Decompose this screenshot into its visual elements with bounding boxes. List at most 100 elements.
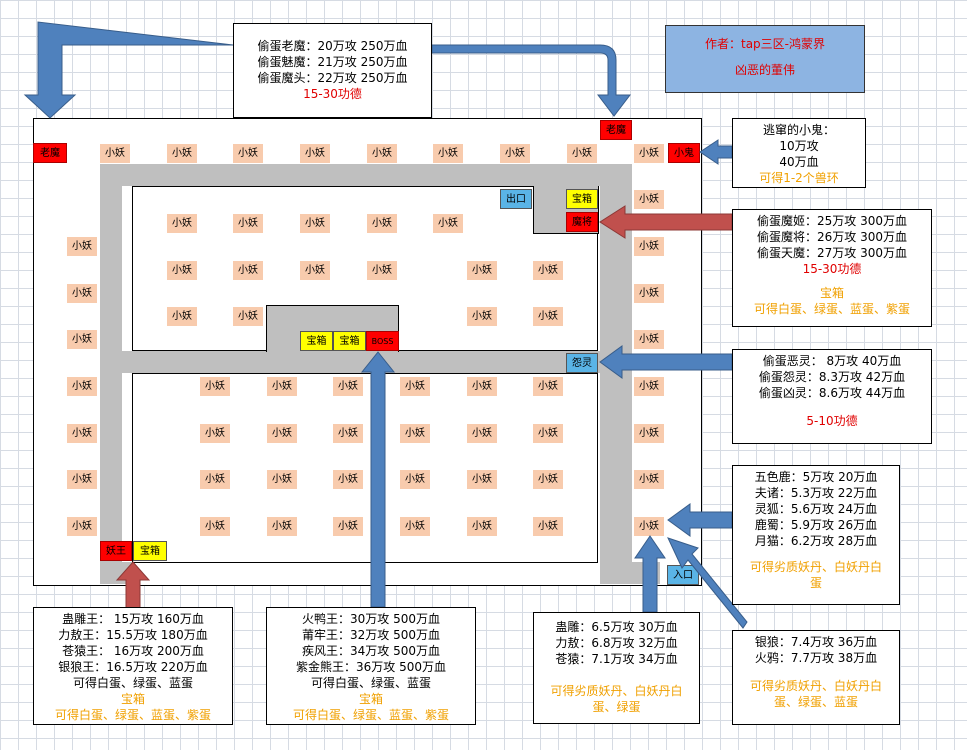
minion: 小妖 xyxy=(400,517,430,536)
exit-tag: 出口 xyxy=(500,189,532,209)
info-line: 疾风王：34万攻 500万血 xyxy=(302,644,440,658)
minion: 小妖 xyxy=(167,307,197,326)
minion: 小妖 xyxy=(167,214,197,233)
spirit-tag: 怨灵 xyxy=(566,353,598,373)
minion: 小妖 xyxy=(300,261,330,280)
arrow-ghost-icon xyxy=(699,139,733,165)
merit-text: 15-30功德 xyxy=(303,87,362,101)
minion: 小妖 xyxy=(567,144,597,163)
minion: 小妖 xyxy=(233,144,263,163)
info-line: 偷蛋魅魔：21万攻 250万血 xyxy=(257,55,408,69)
minion: 小妖 xyxy=(333,470,363,489)
minion: 小妖 xyxy=(533,377,563,396)
minion: 小妖 xyxy=(233,214,263,233)
arrow-spirit-icon xyxy=(599,345,733,379)
reward-text: 可得劣质妖丹、白妖丹白蛋 xyxy=(749,560,882,590)
minion: 小妖 xyxy=(533,424,563,443)
info-line: 可得白蛋、绿蛋、蓝蛋 xyxy=(310,676,431,690)
info-line: 夫诸：5.3万攻 22万血 xyxy=(754,486,878,500)
reward-text: 可得白蛋、绿蛋、蓝蛋、紫蛋 xyxy=(54,708,211,722)
minion: 小妖 xyxy=(233,307,263,326)
minion: 小妖 xyxy=(233,261,263,280)
chest-label: 宝箱 xyxy=(120,692,145,706)
info-line: 蛊雕王： 15万攻 160万血 xyxy=(62,612,204,626)
minion: 小妖 xyxy=(467,307,497,326)
minion: 小妖 xyxy=(533,261,563,280)
arrow-wolf-icon xyxy=(667,537,748,629)
minion: 小妖 xyxy=(634,517,664,536)
boss-info: 火鸭王：30万攻 500万血 莆牢王：32万攻 500万血 疾风王：34万攻 5… xyxy=(266,607,476,725)
minion: 小妖 xyxy=(533,307,563,326)
info-line: 灵狐：5.6万攻 24万血 xyxy=(754,502,878,516)
info-line: 偷蛋老魔：20万攻 250万血 xyxy=(257,39,408,53)
info-line: 月猫：6.2万攻 28万血 xyxy=(754,534,878,548)
arrow-deer-icon xyxy=(667,503,733,537)
old-demon-left: 老魔 xyxy=(33,143,67,163)
minion: 小妖 xyxy=(67,517,97,536)
minion: 小妖 xyxy=(200,470,230,489)
minion: 小妖 xyxy=(67,470,97,489)
minion: 小妖 xyxy=(300,144,330,163)
info-line: 偷蛋魔姬：25万攻 300万血 xyxy=(757,214,907,228)
boss-tag: BOSS xyxy=(366,331,399,351)
spirit-info: 偷蛋恶灵： 8万攻 40万血 偷蛋怨灵：8.3万攻 42万血 偷蛋凶灵：8.6万… xyxy=(732,349,932,444)
minion: 小妖 xyxy=(333,377,363,396)
minion: 小妖 xyxy=(67,424,97,443)
info-line: 苍猿王： 16万攻 200万血 xyxy=(62,644,204,658)
minion: 小妖 xyxy=(333,517,363,536)
minion: 小妖 xyxy=(634,424,664,443)
eagle-info: 蛊雕：6.5万攻 30万血 力敖：6.8万攻 32万血 苍猿：7.1万攻 34万… xyxy=(533,612,700,724)
minion: 小妖 xyxy=(367,214,397,233)
info-line: 蛊雕：6.5万攻 30万血 xyxy=(555,620,678,634)
minion: 小妖 xyxy=(467,470,497,489)
reward-text: 可得白蛋、绿蛋、蓝蛋、紫蛋 xyxy=(753,302,910,316)
minion: 小妖 xyxy=(400,470,430,489)
info-line: 苍猿：7.1万攻 34万血 xyxy=(555,652,678,666)
ghost-tag: 小鬼 xyxy=(668,143,700,163)
minion: 小妖 xyxy=(367,144,397,163)
info-line: 偷蛋魔将：26万攻 300万血 xyxy=(757,230,907,244)
author-alias: 凶恶的董伟 xyxy=(734,63,795,77)
info-line: 莆牢王：32万攻 500万血 xyxy=(302,628,440,642)
minion: 小妖 xyxy=(367,261,397,280)
minion: 小妖 xyxy=(634,190,664,209)
reward-text: 可得1-2个兽环 xyxy=(759,171,839,185)
minion: 小妖 xyxy=(67,330,97,349)
info-line: 偷蛋天魔：27万攻 300万血 xyxy=(757,246,907,260)
wolf-info: 银狼：7.4万攻 36万血 火鸦：7.7万攻 38万血 可得劣质妖丹、白妖丹白蛋… xyxy=(732,630,900,725)
general-tag: 魔将 xyxy=(566,212,598,232)
minion: 小妖 xyxy=(267,424,297,443)
info-line: 银狼：7.4万攻 36万血 xyxy=(754,635,878,649)
chest-general: 宝箱 xyxy=(566,189,598,209)
minion: 小妖 xyxy=(467,261,497,280)
info-line: 可得白蛋、绿蛋、蓝蛋 xyxy=(72,676,193,690)
info-line: 偷蛋魔头：22万攻 250万血 xyxy=(257,71,408,85)
minion: 小妖 xyxy=(300,214,330,233)
reward-text: 可得劣质妖丹、白妖丹白蛋、绿蛋、蓝蛋 xyxy=(749,679,882,709)
info-line: 偷蛋恶灵： 8万攻 40万血 xyxy=(762,354,902,368)
minion: 小妖 xyxy=(400,424,430,443)
minion: 小妖 xyxy=(467,517,497,536)
arrow-king-icon xyxy=(115,561,151,613)
minion: 小妖 xyxy=(267,470,297,489)
minion: 小妖 xyxy=(634,377,664,396)
minion: 小妖 xyxy=(433,144,463,163)
info-line: 力敖王：15.5万攻 180万血 xyxy=(58,628,208,642)
chest-boss-2: 宝箱 xyxy=(333,331,366,351)
info-line: 逃窜的小鬼： xyxy=(762,123,835,137)
author-name: 作者：tap三区-鸿蒙界 xyxy=(704,37,825,51)
info-line: 偷蛋怨灵：8.3万攻 42万血 xyxy=(758,370,906,384)
minion: 小妖 xyxy=(634,144,664,163)
minion: 小妖 xyxy=(267,377,297,396)
minion: 小妖 xyxy=(500,144,530,163)
arrow-boss-icon xyxy=(360,351,396,608)
info-line: 10万攻 xyxy=(779,139,819,153)
arrow-top-right-icon xyxy=(431,44,632,117)
chest-label: 宝箱 xyxy=(358,692,383,706)
author-box: 作者：tap三区-鸿蒙界 凶恶的董伟 xyxy=(665,25,865,93)
old-demon-right: 老魔 xyxy=(600,120,632,140)
info-line: 银狼王：16.5万攻 220万血 xyxy=(58,660,208,674)
info-line: 火鸭王：30万攻 500万血 xyxy=(302,612,440,626)
reward-text: 可得白蛋、绿蛋、蓝蛋、紫蛋 xyxy=(292,708,449,722)
